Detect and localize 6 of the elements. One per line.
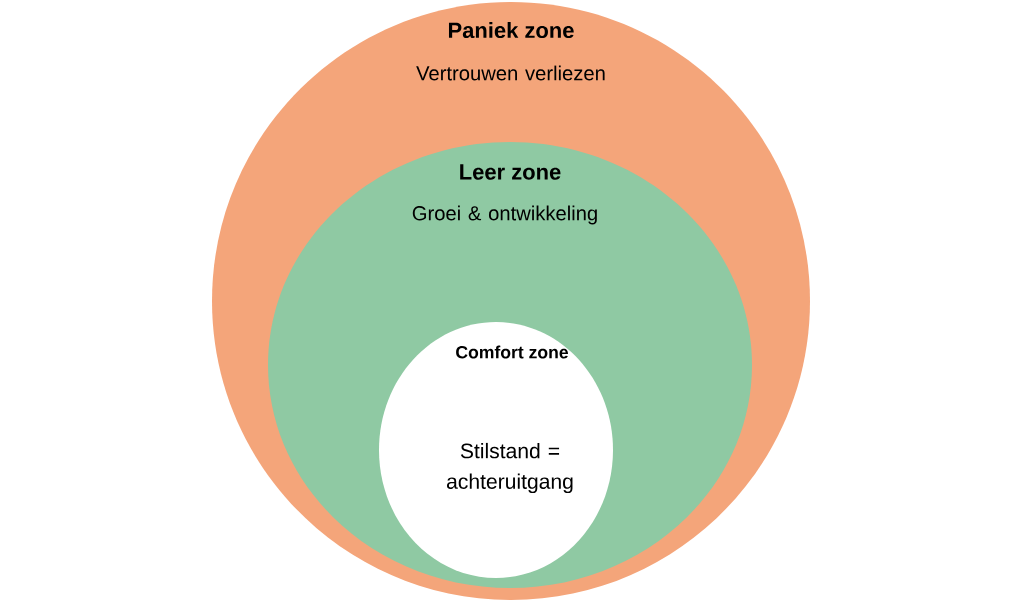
zone-description: Vertrouwen verliezen [416, 65, 605, 81]
zone-title: Paniek zone [449, 21, 574, 39]
zone-title: Comfort zone [456, 345, 568, 359]
zone-title: Leer zone [460, 164, 561, 180]
zone-description: Stilstand = achteruitgang [447, 442, 573, 494]
zone-description: Groei & ontwikkeling [412, 205, 597, 225]
